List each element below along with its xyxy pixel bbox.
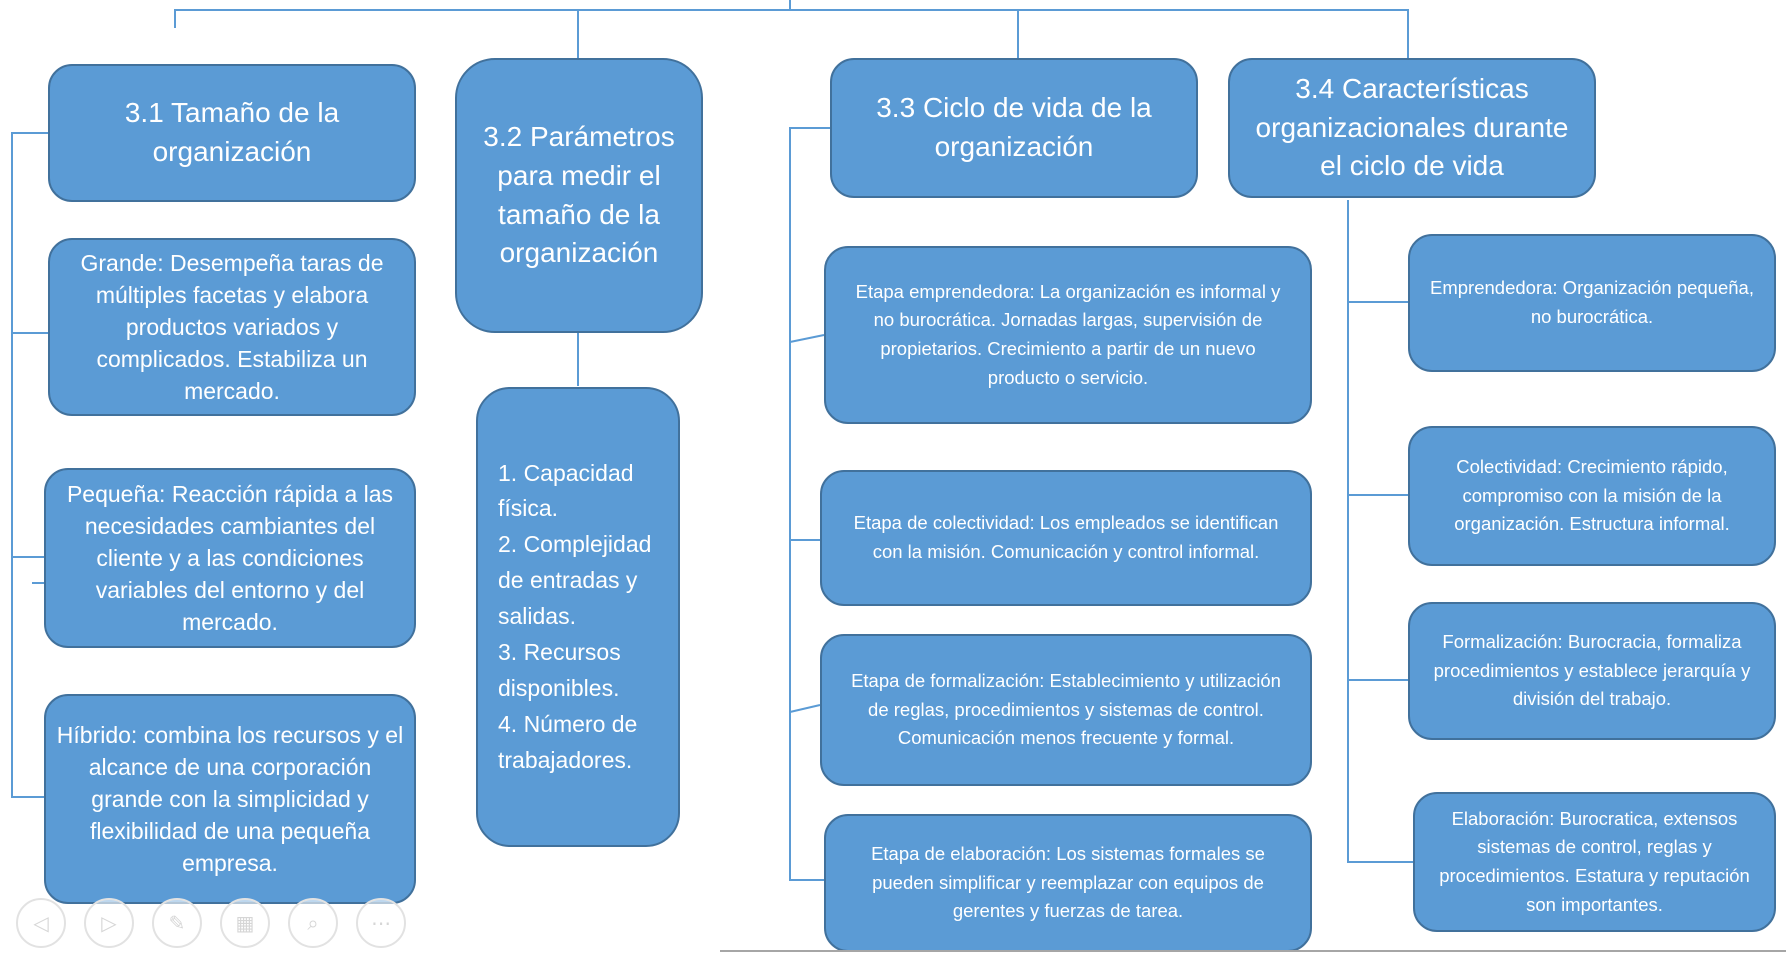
section-1-item-text: Grande: Desempeña taras de múltiples fac… bbox=[80, 249, 384, 405]
see-all-slides-button[interactable]: ▦ bbox=[220, 898, 270, 948]
section-4-item-elaboracion: Elaboración: Burocratica, extensos siste… bbox=[1413, 792, 1776, 932]
section-3-item-text: Etapa de colectividad: Los empleados se … bbox=[853, 512, 1279, 562]
section-4-item-text: Colectividad: Crecimiento rápido, compro… bbox=[1454, 455, 1730, 535]
section-3-item-text: Etapa de elaboración: Los sistemas forma… bbox=[871, 842, 1265, 922]
arrow-right-icon: ▷ bbox=[101, 911, 117, 935]
section-3-item-elaboracion: Etapa de elaboración: Los sistemas forma… bbox=[824, 814, 1312, 952]
section-1-title: 3.1 Tamaño de la organización bbox=[48, 64, 416, 202]
section-2-title-text: 3.2 Parámetros para medir el tamaño de l… bbox=[483, 121, 675, 269]
more-options-button[interactable]: ⋯ bbox=[356, 898, 406, 948]
section-3-title: 3.3 Ciclo de vida de la organización bbox=[830, 58, 1198, 198]
next-slide-button[interactable]: ▷ bbox=[84, 898, 134, 948]
section-1-item-hibrido: Híbrido: combina los recursos y el alcan… bbox=[44, 694, 416, 904]
section-4-item-text: Elaboración: Burocratica, extensos siste… bbox=[1439, 807, 1750, 915]
slides-grid-icon: ▦ bbox=[235, 911, 255, 935]
zoom-button[interactable]: ⌕ bbox=[288, 898, 338, 948]
section-3-item-colectividad: Etapa de colectividad: Los empleados se … bbox=[820, 470, 1312, 606]
section-2-title: 3.2 Parámetros para medir el tamaño de l… bbox=[455, 58, 703, 333]
section-2-list: 1. Capacidad física. 2. Complejidad de e… bbox=[476, 387, 680, 847]
slide-bottom-divider bbox=[720, 950, 1786, 952]
section-4-title-text: 3.4 Características organizacionales dur… bbox=[1255, 73, 1569, 182]
section-3-item-emprendedora: Etapa emprendedora: La organización es i… bbox=[824, 246, 1312, 424]
parameter-item: 2. Complejidad de entradas y salidas. bbox=[498, 531, 652, 630]
pen-tool-button[interactable]: ✎ bbox=[152, 898, 202, 948]
section-1-item-text: Pequeña: Reacción rápida a las necesidad… bbox=[66, 480, 394, 636]
section-4-item-colectividad: Colectividad: Crecimiento rápido, compro… bbox=[1408, 426, 1776, 566]
section-1-item-grande: Grande: Desempeña taras de múltiples fac… bbox=[48, 238, 416, 416]
pen-icon: ✎ bbox=[168, 911, 186, 935]
section-3-item-text: Etapa emprendedora: La organización es i… bbox=[855, 280, 1281, 388]
parameter-item: 3. Recursos disponibles. bbox=[498, 638, 621, 701]
section-1-title-text: 3.1 Tamaño de la organización bbox=[124, 97, 340, 167]
parameter-item: 1. Capacidad física. bbox=[498, 459, 634, 522]
section-4-title: 3.4 Características organizacionales dur… bbox=[1228, 58, 1596, 198]
section-4-item-text: Formalización: Burocracia, formaliza pro… bbox=[1433, 630, 1751, 710]
section-4-item-emprendedora: Emprendedora: Organización pequeña, no b… bbox=[1408, 234, 1776, 372]
magnifier-icon: ⌕ bbox=[307, 911, 319, 935]
section-3-item-formalizacion: Etapa de formalización: Establecimiento … bbox=[820, 634, 1312, 786]
section-1-item-text: Híbrido: combina los recursos y el alcan… bbox=[56, 721, 404, 877]
previous-slide-button[interactable]: ◁ bbox=[16, 898, 66, 948]
arrow-left-icon: ◁ bbox=[33, 911, 49, 935]
section-3-title-text: 3.3 Ciclo de vida de la organización bbox=[876, 92, 1152, 162]
section-1-item-pequena: Pequeña: Reacción rápida a las necesidad… bbox=[44, 468, 416, 648]
section-3-item-text: Etapa de formalización: Establecimiento … bbox=[851, 669, 1281, 749]
section-4-item-text: Emprendedora: Organización pequeña, no b… bbox=[1430, 277, 1754, 327]
parameter-item: 4. Número de trabajadores. bbox=[498, 710, 638, 773]
section-2-parameter-list: 1. Capacidad física. 2. Complejidad de e… bbox=[498, 456, 658, 779]
more-options-icon: ⋯ bbox=[371, 911, 391, 935]
section-4-item-formalizacion: Formalización: Burocracia, formaliza pro… bbox=[1408, 602, 1776, 740]
